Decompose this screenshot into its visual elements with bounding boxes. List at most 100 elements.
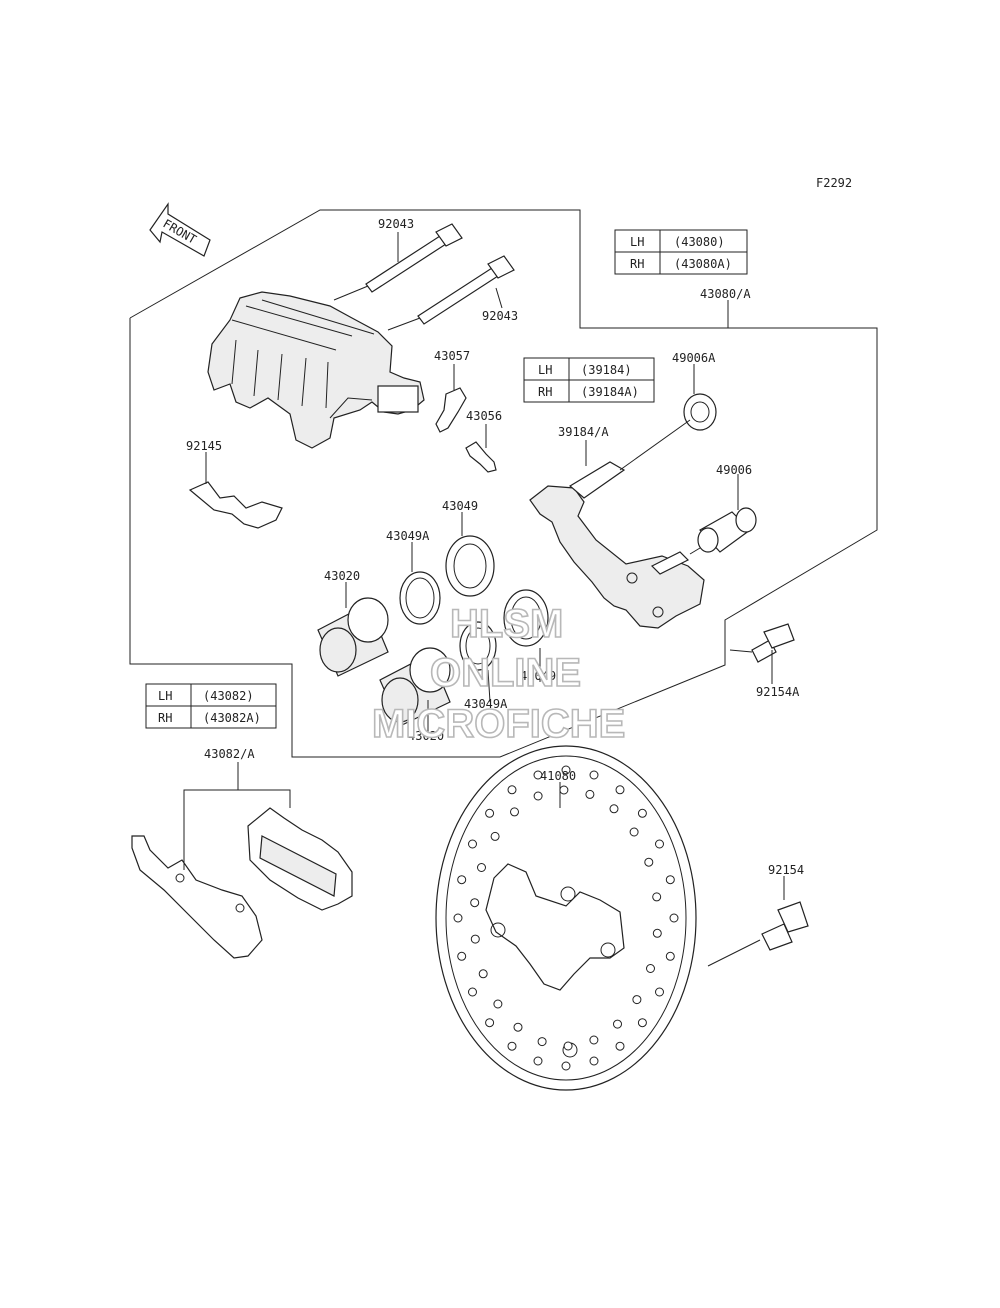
disc-hole <box>457 875 467 885</box>
caliper-lh: LH <box>630 235 644 249</box>
watermark-line3: MICROFICHE <box>372 702 625 746</box>
boot-49006 <box>697 507 757 553</box>
disc-hole <box>669 913 679 923</box>
disc-hole <box>559 785 569 795</box>
callout-43020-lower: 43020 <box>408 729 444 743</box>
disc-hole <box>490 831 500 841</box>
callout-43049-lower: 43049 <box>520 669 556 683</box>
disc-hole <box>644 857 654 867</box>
disc-hole <box>652 928 662 938</box>
pads-lh: LH <box>158 689 172 703</box>
disc-hole <box>652 892 662 902</box>
pin-92043-upper <box>365 223 463 293</box>
disc-hole <box>655 987 664 997</box>
bleeder-valve-43056 <box>465 441 497 473</box>
disc-holes <box>453 765 679 1071</box>
caliper-bracket-39184 <box>529 461 705 629</box>
pin-92043-lower <box>417 255 515 325</box>
disc-hole <box>513 1022 523 1032</box>
disc-hole <box>470 898 480 908</box>
callout-43057: 43057 <box>434 349 470 363</box>
callout-43049A-upper: 43049A <box>386 529 430 543</box>
front-arrow-icon: FRONT <box>149 202 211 257</box>
brake-pad-outer <box>247 807 353 911</box>
caliper-rh-part: (43080A) <box>674 257 732 271</box>
disc-hole <box>470 934 480 944</box>
leader-lines <box>183 232 785 967</box>
caliper-body <box>207 291 425 449</box>
callout-49006A: 49006A <box>672 351 716 365</box>
disc-hole <box>589 770 599 780</box>
callout-43049A-lower: 43049A <box>464 697 508 711</box>
disc-hole <box>665 951 675 961</box>
disc-hole <box>615 1041 625 1051</box>
disc-hole <box>493 999 503 1009</box>
callout-92043-upper: 92043 <box>378 217 414 231</box>
caliper-rh: RH <box>630 257 644 271</box>
watermark: HLSM ONLINE MICROFICHE <box>371 601 626 747</box>
callout-92043-lower: 92043 <box>482 309 518 323</box>
callout-49006: 49006 <box>716 463 752 477</box>
disc-hole <box>637 1018 647 1028</box>
disc-hole <box>533 791 543 801</box>
callout-92154: 92154 <box>768 863 804 877</box>
brake-disc-41080 <box>435 745 697 1091</box>
disc-hole <box>585 789 595 799</box>
disc-hole <box>589 1035 599 1045</box>
pads-rh-part: (43082A) <box>203 711 261 725</box>
disc-hole <box>609 804 619 814</box>
bolt-92154A <box>751 623 795 663</box>
callout-43080A: 43080/A <box>700 287 751 301</box>
bracket-lh: LH <box>538 363 552 377</box>
caliper-lh-part: (43080) <box>674 235 725 249</box>
disc-hole <box>485 1018 495 1028</box>
disc-hole <box>665 875 675 885</box>
disc-hole <box>485 808 495 818</box>
disc-hole <box>468 839 477 849</box>
bolt-92154 <box>761 901 809 951</box>
bracket-side-table: LH (39184) RH (39184A) <box>523 357 655 403</box>
seal-43049-upper <box>445 535 495 597</box>
boot-49006A <box>683 393 717 431</box>
disc-hole <box>655 839 664 849</box>
seal-43049A-upper <box>399 571 441 625</box>
disc-hole <box>478 969 488 979</box>
callout-43020-upper: 43020 <box>324 569 360 583</box>
disc-hole <box>533 1056 543 1066</box>
brake-pad-inner <box>131 835 263 959</box>
disc-hole <box>646 964 655 973</box>
disc-hole <box>613 1019 622 1029</box>
pad-spring-92145 <box>188 481 283 529</box>
disc-hole <box>453 913 463 923</box>
watermark-line2: ONLINE <box>430 651 581 695</box>
bleeder-cap-43057 <box>435 387 467 433</box>
piston-43020-lower <box>379 647 451 727</box>
disc-hole <box>615 785 625 795</box>
bracket-rh: RH <box>538 385 552 399</box>
caliper-side-table: LH (43080) RH (43080A) <box>614 229 748 275</box>
pads-side-table: LH (43082) RH (43082A) <box>145 683 277 729</box>
bracket-lh-part: (39184) <box>581 363 632 377</box>
piston-43020-upper <box>317 597 389 677</box>
callout-43056: 43056 <box>466 409 502 423</box>
disc-hole <box>510 807 519 817</box>
disc-hole <box>507 1041 517 1051</box>
disc-hole <box>561 1061 571 1071</box>
disc-hole <box>637 808 647 818</box>
disc-hole <box>468 987 477 997</box>
caliper-assembly-boundary <box>129 209 878 758</box>
callout-41080: 41080 <box>540 769 576 783</box>
disc-hole <box>629 827 639 837</box>
figure-code: F2292 <box>816 176 852 190</box>
disc-hole <box>589 1056 599 1066</box>
disc-hole <box>457 951 467 961</box>
watermark-line1: HLSM <box>450 602 563 646</box>
callout-43082A: 43082/A <box>204 747 255 761</box>
bracket-rh-part: (39184A) <box>581 385 639 399</box>
callout-39184A: 39184/A <box>558 425 609 439</box>
callout-92145: 92145 <box>186 439 222 453</box>
disc-hole <box>533 770 543 780</box>
disc-hole <box>477 863 486 872</box>
pads-rh: RH <box>158 711 172 725</box>
